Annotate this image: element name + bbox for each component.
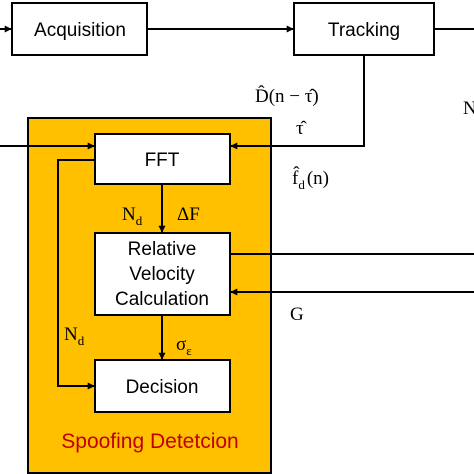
fd-hat-sub: d	[298, 177, 305, 192]
d-hat-delay-label: D̂(n − τ̂)	[255, 85, 319, 107]
fd-hat-suffix: (n)	[307, 168, 329, 189]
nd-fft-sub: d	[136, 213, 143, 228]
fd-hat-label: f̂d(n)	[292, 166, 329, 192]
sigma-main: σ	[176, 334, 186, 355]
g-label: G	[290, 304, 304, 325]
relative-velocity-label-line3: Calculation	[115, 289, 209, 310]
clipped-n-label: N	[463, 98, 474, 119]
decision-label: Decision	[126, 377, 199, 398]
nd-bypass-arrow	[57, 159, 95, 390]
fft-label: FFT	[145, 150, 180, 171]
decision-block	[94, 359, 231, 413]
nd-fft-main: N	[122, 204, 136, 225]
tracking-label: Tracking	[328, 20, 400, 41]
relative-velocity-label-line1: Relative	[128, 239, 197, 260]
sigma-sub: ε	[186, 343, 192, 358]
tracking-to-fft-feedback-arrow	[230, 55, 365, 150]
nd-fft-label: Nd	[122, 204, 143, 228]
fd-hat-main: f̂	[292, 166, 299, 189]
sigma-epsilon-label: σε	[176, 334, 192, 358]
nd-loop-sub: d	[78, 333, 85, 348]
nd-loop-main: N	[64, 324, 78, 345]
relative-velocity-label-line2: Velocity	[129, 264, 195, 285]
tau-hat-label: τ̂	[296, 118, 307, 139]
spoofing-detection-title: Spoofing Detetcion	[61, 430, 238, 453]
delta-f-label: ΔF	[177, 204, 200, 225]
fft-block	[94, 133, 231, 185]
nd-loop-label: Nd	[64, 324, 85, 348]
acquisition-block	[11, 2, 148, 56]
acquisition-label: Acquisition	[34, 20, 126, 41]
